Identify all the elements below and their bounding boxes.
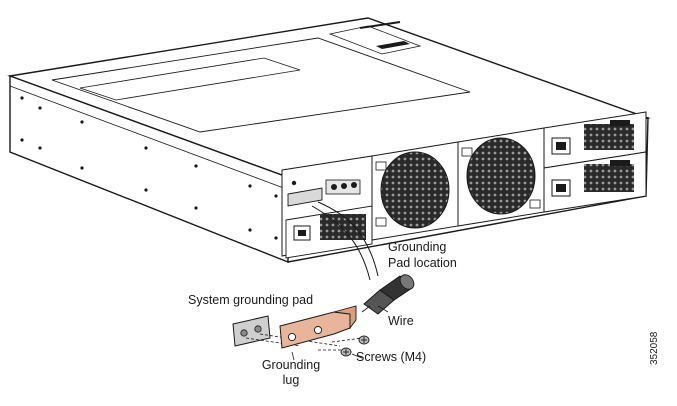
power-supply-right-top bbox=[543, 111, 647, 169]
callout-lead bbox=[317, 201, 379, 277]
leader-grounding-lug bbox=[291, 351, 295, 361]
label-grounding-pad-location-1: Grounding bbox=[388, 240, 447, 254]
screw-icon bbox=[340, 335, 370, 357]
chassis-top-label bbox=[328, 25, 422, 55]
grounding-lug-icon bbox=[279, 305, 357, 349]
status-leds bbox=[325, 179, 361, 195]
grounding-pad-location bbox=[287, 187, 323, 207]
chassis-top-label-area bbox=[79, 57, 301, 101]
ground-wire-icon bbox=[361, 274, 415, 315]
label-grounding-lug-1: Grounding bbox=[261, 358, 321, 372]
fan-module-1 bbox=[371, 141, 459, 241]
chassis-top-panel bbox=[51, 37, 471, 133]
label-wire: Wire bbox=[388, 314, 414, 328]
power-supply-right-bottom bbox=[543, 151, 647, 213]
fan-module-2 bbox=[457, 127, 545, 227]
grounding-pad-icon bbox=[232, 315, 271, 347]
label-grounding-pad-location-2: Pad location bbox=[388, 256, 457, 270]
figure-id: 352058 bbox=[649, 331, 660, 365]
label-grounding-lug-2: lug bbox=[282, 373, 300, 387]
side-screws bbox=[20, 96, 278, 240]
psu-vent-left bbox=[320, 214, 366, 240]
label-screws: Screws (M4) bbox=[356, 350, 427, 364]
label-system-grounding-pad: System grounding pad bbox=[188, 293, 314, 307]
leader-wire bbox=[377, 305, 389, 313]
leader-screws bbox=[351, 353, 363, 359]
